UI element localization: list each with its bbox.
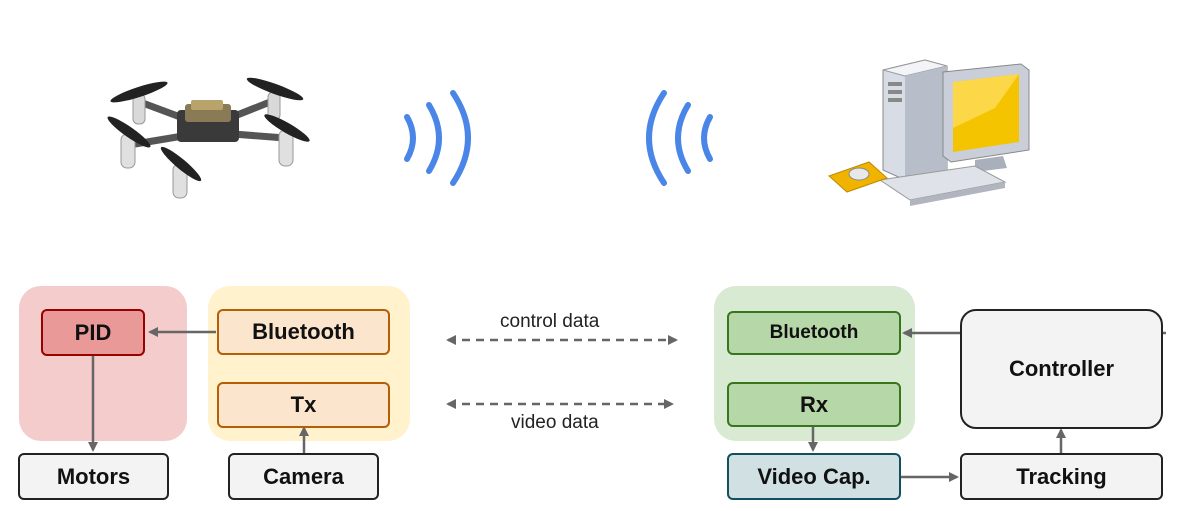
pc-rx-block: Rx [727, 382, 901, 427]
quadcopter-drone-icon [107, 77, 310, 199]
wireless-signal-icon [646, 90, 713, 186]
motors-block: Motors [18, 453, 169, 500]
drone-tx-block: Tx [217, 382, 390, 428]
wireless-signal-icon [404, 90, 471, 186]
control-data-label: control data [500, 311, 600, 332]
video-capture-block: Video Cap. [727, 453, 901, 500]
tracking-block: Tracking [960, 453, 1163, 500]
desktop-computer-icon [828, 59, 1030, 206]
video-data-label: video data [511, 412, 599, 433]
pid-block: PID [41, 309, 145, 356]
camera-block: Camera [228, 453, 379, 500]
controller-block: Controller [960, 309, 1163, 429]
pc-bluetooth-block: Bluetooth [727, 311, 901, 355]
drone-bluetooth-block: Bluetooth [217, 309, 390, 355]
